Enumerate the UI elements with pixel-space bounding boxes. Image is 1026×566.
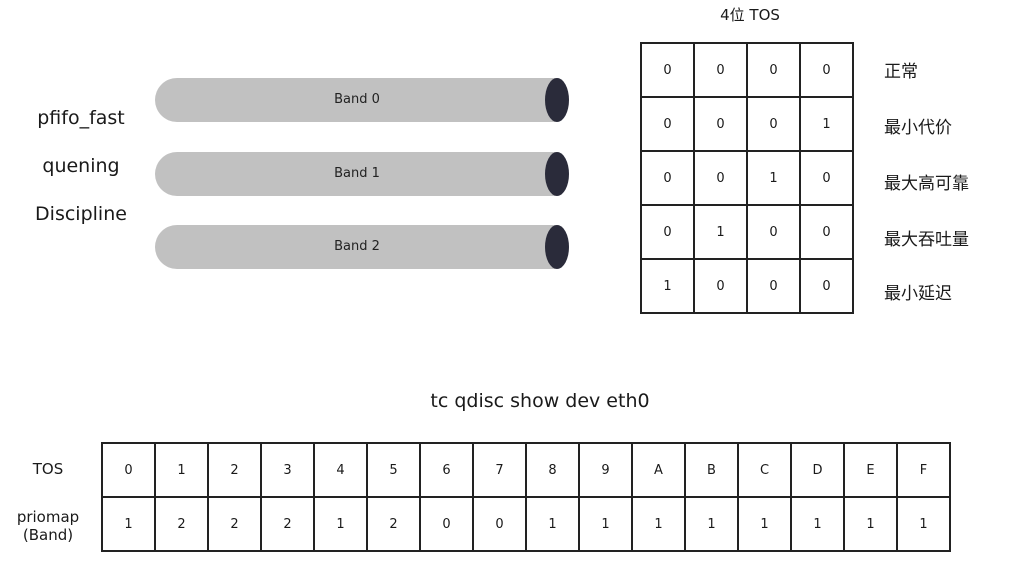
tos-bit-cell: 1	[799, 96, 854, 152]
tos-bit-cell: 0	[693, 258, 748, 314]
band-value-cell: 1	[631, 496, 686, 552]
tos-value-cell: C	[737, 442, 792, 498]
pipe-end-cap	[545, 225, 569, 269]
tos-bit-cell: 0	[746, 96, 801, 152]
tos-value-cell: D	[790, 442, 845, 498]
tos-bit-cell: 0	[693, 150, 748, 206]
tos-value-cell: 8	[525, 442, 580, 498]
tos-value-cell: 0	[101, 442, 156, 498]
priomap-label-line2: (Band)	[22, 526, 74, 544]
tos-value-cell: 2	[207, 442, 262, 498]
tos-bit-cell: 0	[693, 42, 748, 98]
band-2-pipe: Band 2	[155, 225, 569, 269]
priomap-band-row: 1 2 2 2 1 2 0 0 1 1 1 1 1 1 1 1	[101, 496, 951, 552]
tos-bit-cell: 0	[640, 42, 695, 98]
tos-bit-cell: 0	[799, 42, 854, 98]
tos-row: 0 0 1 0	[640, 150, 854, 206]
qdisc-word-label: quening	[42, 155, 120, 177]
band-value-cell: 2	[207, 496, 262, 552]
tos-meaning-min-cost: 最小代价	[884, 118, 952, 138]
band-1-pipe: Band 1	[155, 152, 569, 196]
tos-value-cell: 9	[578, 442, 633, 498]
band-value-cell: 1	[684, 496, 739, 552]
tos-bit-cell: 0	[640, 150, 695, 206]
tos-value-cell: 1	[154, 442, 209, 498]
tos-value-cell: 5	[366, 442, 421, 498]
tos-bit-cell: 1	[693, 204, 748, 260]
tos-row: 0 1 0 0	[640, 204, 854, 260]
priomap-tos-row: 0 1 2 3 4 5 6 7 8 9 A B C D E F	[101, 442, 951, 498]
tos-meaning-max-throughput: 最大吞吐量	[884, 230, 969, 250]
band-value-cell: 1	[790, 496, 845, 552]
tos-bit-cell: 0	[640, 204, 695, 260]
band-0-pipe: Band 0	[155, 78, 569, 122]
band-1-label: Band 1	[334, 166, 380, 181]
band-value-cell: 0	[419, 496, 474, 552]
pipe-body	[155, 225, 559, 269]
band-value-cell: 1	[313, 496, 368, 552]
tos-value-cell: 6	[419, 442, 474, 498]
pipe-body	[155, 78, 559, 122]
tos-bit-cell: 0	[746, 258, 801, 314]
tos-row: 0 0 0 1	[640, 96, 854, 152]
band-value-cell: 2	[260, 496, 315, 552]
tos-row: 0 0 0 0	[640, 42, 854, 98]
tos-bit-cell: 0	[799, 204, 854, 260]
tos-bits-table: 0 0 0 0 0 0 0 1 0 0 1 0 0 1 0 0 1 0 0 0	[640, 42, 854, 314]
priomap-label-line1: priomap	[16, 508, 80, 526]
band-value-cell: 1	[578, 496, 633, 552]
pipe-body	[155, 152, 559, 196]
band-value-cell: 1	[843, 496, 898, 552]
tos-bit-cell: 0	[799, 150, 854, 206]
band-value-cell: 1	[737, 496, 792, 552]
pipe-end-cap	[545, 152, 569, 196]
command-title: tc qdisc show dev eth0	[430, 390, 650, 412]
tos-value-cell: 3	[260, 442, 315, 498]
tos-bit-cell: 0	[693, 96, 748, 152]
tos-bit-cell: 1	[746, 150, 801, 206]
pipe-end-cap	[545, 78, 569, 122]
tos-meaning-max-reliability: 最大高可靠	[884, 174, 969, 194]
band-value-cell: 1	[896, 496, 951, 552]
tos-bit-cell: 1	[640, 258, 695, 314]
tos-value-cell: 4	[313, 442, 368, 498]
tos-row-label: TOS	[32, 460, 64, 478]
priomap-table: 0 1 2 3 4 5 6 7 8 9 A B C D E F 1 2 2 2 …	[101, 442, 951, 552]
qdisc-name-label: pfifo_fast	[37, 107, 125, 129]
tos-meaning-min-delay: 最小延迟	[884, 284, 952, 304]
tos-value-cell: A	[631, 442, 686, 498]
tos-table-title: 4位 TOS	[720, 6, 780, 24]
band-value-cell: 2	[154, 496, 209, 552]
tos-row: 1 0 0 0	[640, 258, 854, 314]
band-value-cell: 1	[101, 496, 156, 552]
band-2-label: Band 2	[334, 239, 380, 254]
band-value-cell: 2	[366, 496, 421, 552]
band-value-cell: 1	[525, 496, 580, 552]
tos-meaning-normal: 正常	[884, 62, 918, 82]
priomap-row-label: priomap (Band)	[8, 508, 88, 544]
band-0-label: Band 0	[334, 92, 380, 107]
tos-bit-cell: 0	[799, 258, 854, 314]
tos-bit-cell: 0	[746, 42, 801, 98]
band-value-cell: 0	[472, 496, 527, 552]
tos-bit-cell: 0	[746, 204, 801, 260]
tos-value-cell: B	[684, 442, 739, 498]
qdisc-discipline-label: Discipline	[35, 203, 127, 225]
tos-bit-cell: 0	[640, 96, 695, 152]
tos-value-cell: F	[896, 442, 951, 498]
tos-value-cell: E	[843, 442, 898, 498]
tos-value-cell: 7	[472, 442, 527, 498]
